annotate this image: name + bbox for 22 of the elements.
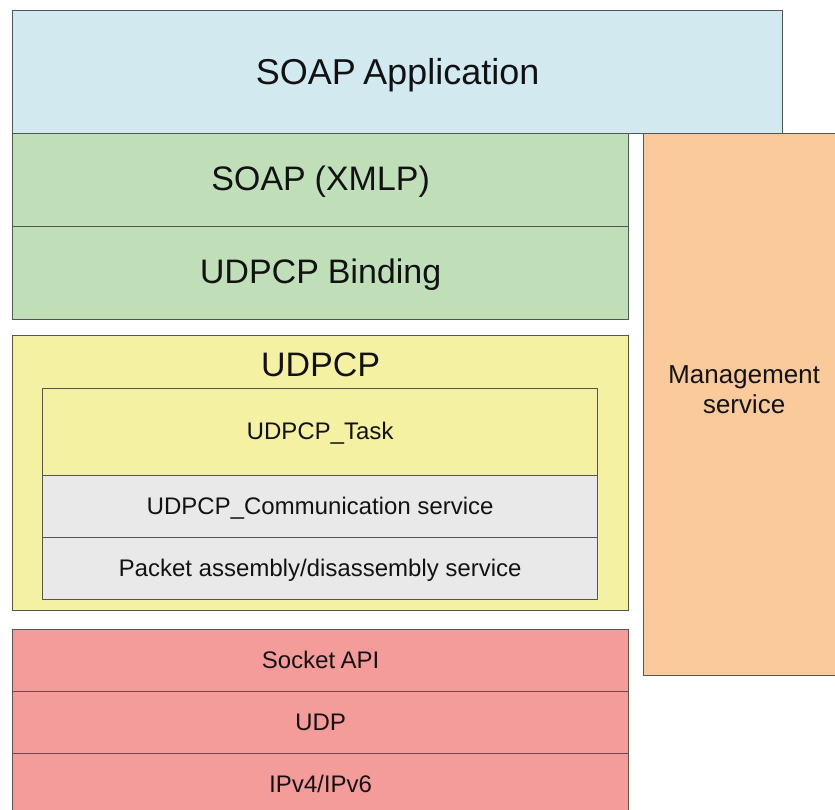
layer-box — [12, 753, 629, 810]
layer-box — [42, 388, 598, 476]
layer-label: UDPCP Binding — [200, 253, 442, 293]
layer-box — [12, 133, 629, 227]
layer-box — [42, 475, 598, 538]
layer-label: Management service — [667, 360, 821, 420]
layer-label: Socket API — [262, 646, 380, 674]
group-title: UDPCP — [260, 346, 380, 386]
layer-label: UDPCP_Communication service — [146, 492, 494, 520]
layer-label: SOAP Application — [256, 51, 540, 93]
layer-label: IPv4/IPv6 — [269, 770, 372, 798]
layer-label: SOAP (XMLP) — [211, 160, 430, 200]
layer-box — [12, 226, 629, 320]
layer-label: Packet assembly/disassembly service — [118, 554, 522, 582]
layer-box — [12, 691, 629, 754]
layer-label: UDP — [295, 708, 346, 736]
layer-label: UDPCP_Task — [246, 418, 394, 446]
layer-box — [12, 629, 629, 692]
layer-box — [643, 133, 835, 676]
layer-box — [12, 10, 783, 134]
layer-group-box — [12, 335, 629, 611]
layer-box — [42, 537, 598, 600]
